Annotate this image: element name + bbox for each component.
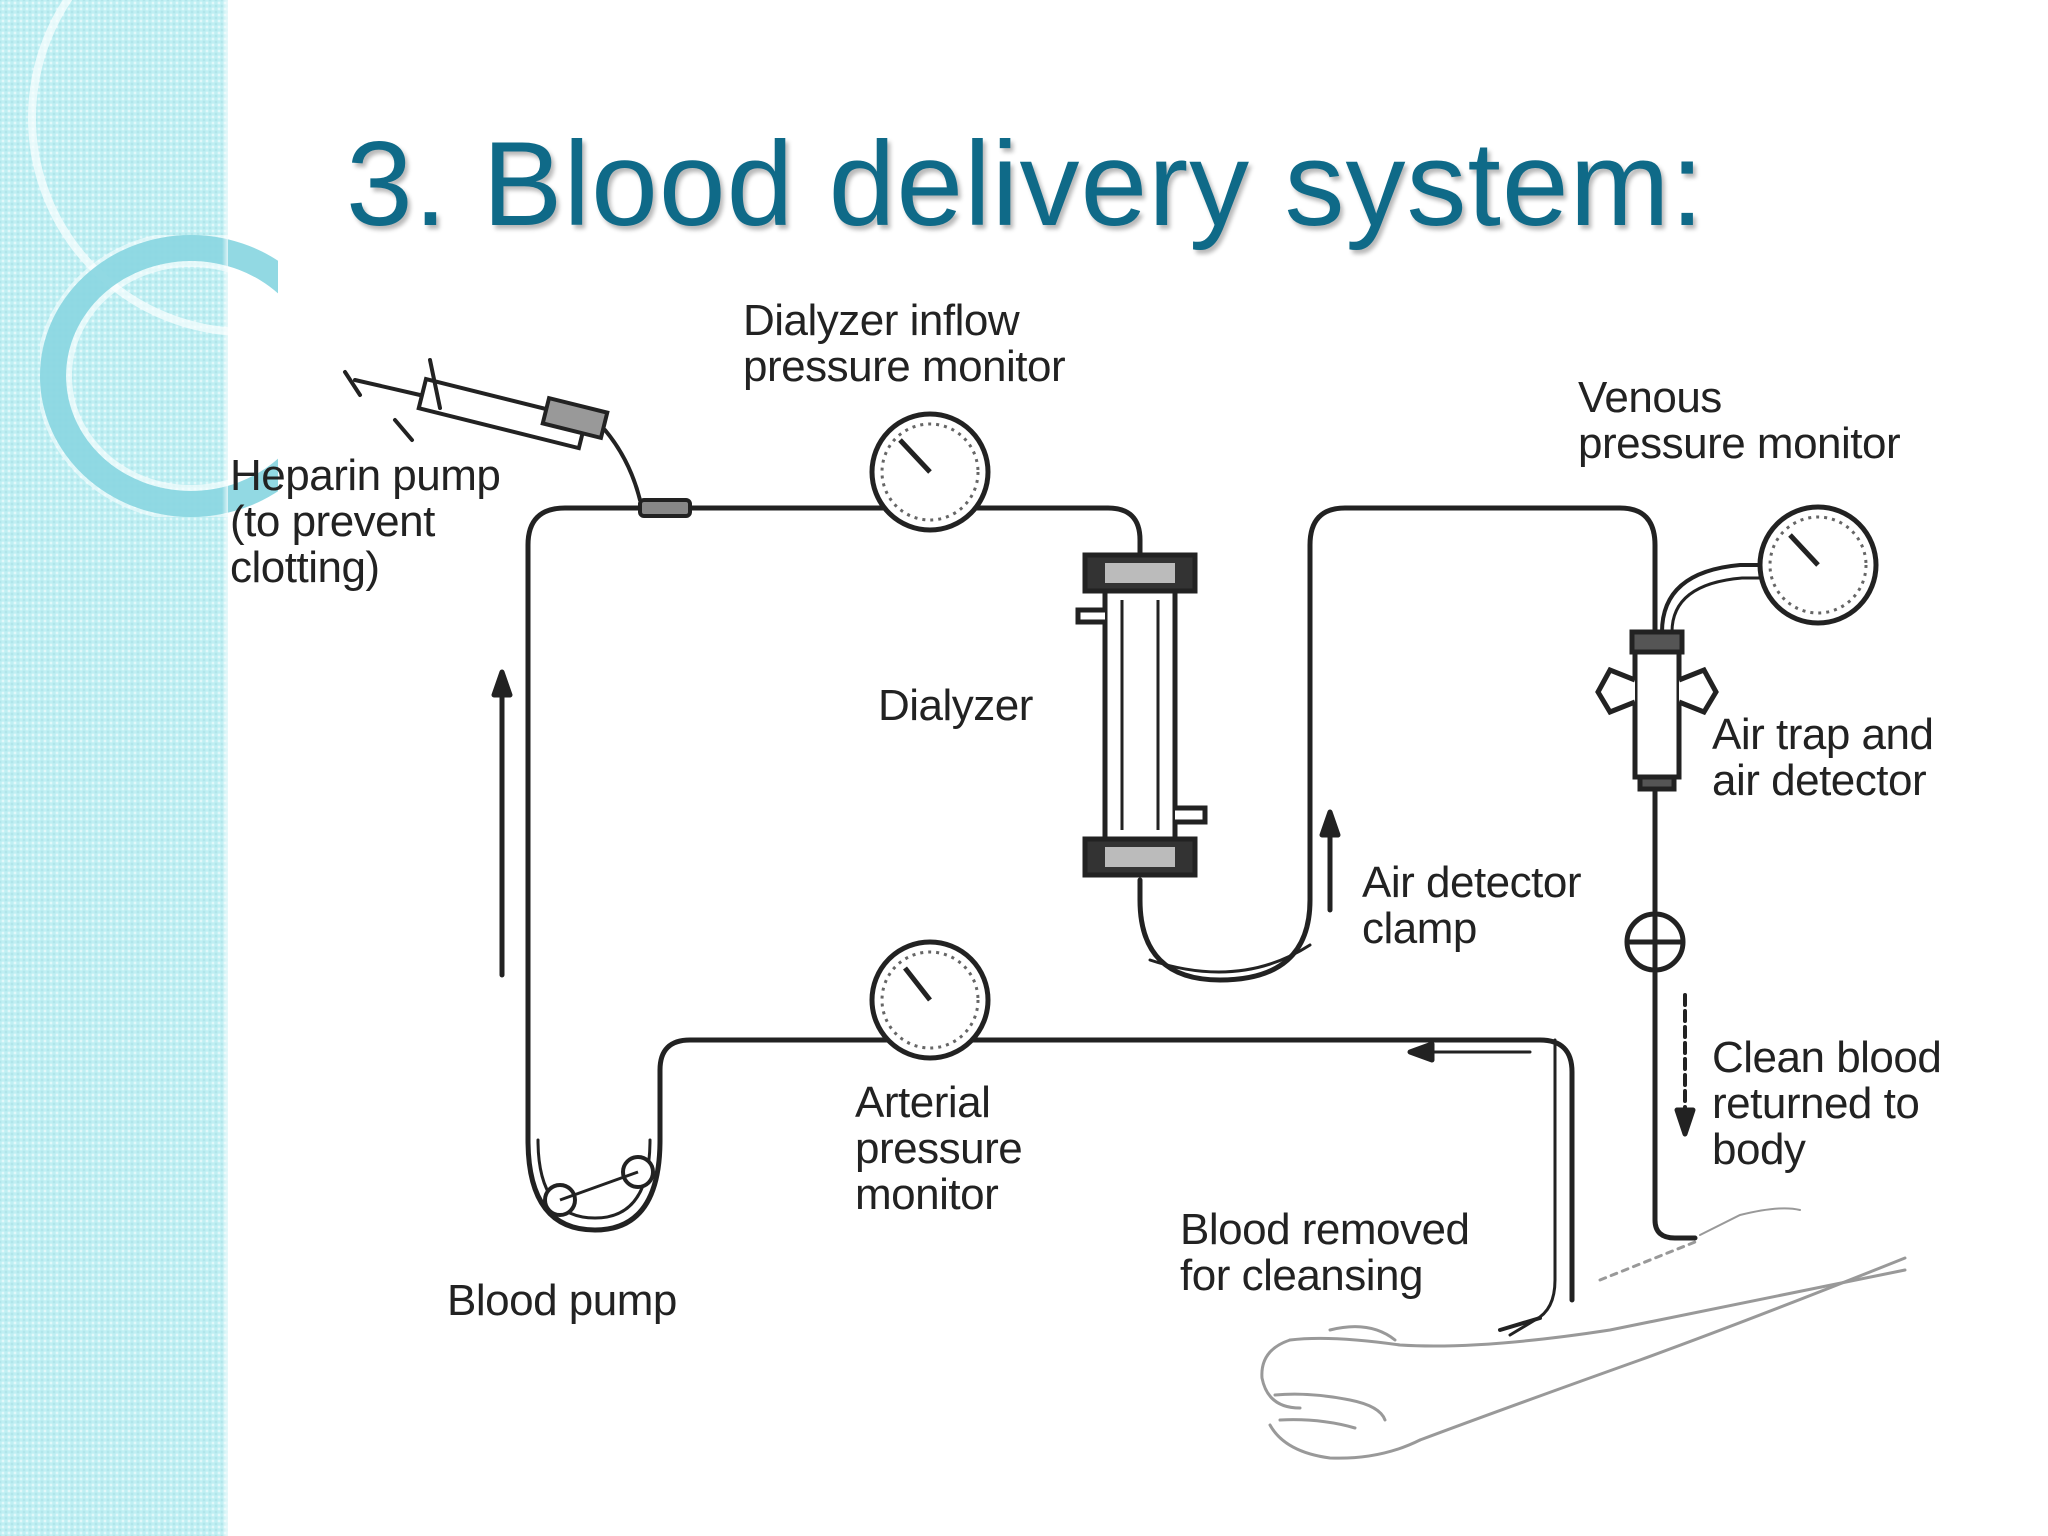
- venous-pressure-gauge: [1660, 504, 1879, 633]
- sidebar-edge: [222, 0, 228, 1536]
- dialyzer-inflow-line: [685, 505, 1143, 563]
- dialyzer-cartridge: [1075, 552, 1208, 878]
- label-air-trap-and-detector: Air trap and air detector: [1712, 710, 1934, 805]
- label-dialyzer: Dialyzer: [878, 681, 1033, 730]
- heparin-syringe: [343, 358, 692, 518]
- label-blood-pump: Blood pump: [447, 1276, 677, 1325]
- dialyzer-inflow-gauge: [869, 411, 991, 533]
- label-heparin-pump: Heparin pump (to prevent clotting): [230, 451, 501, 592]
- air-detector-clamp-valve: [1624, 911, 1686, 973]
- label-blood-removed: Blood removed for cleansing: [1180, 1205, 1470, 1300]
- patient-arm: [1260, 1207, 1907, 1460]
- label-air-detector-clamp: Air detector clamp: [1362, 858, 1581, 953]
- label-clean-blood-returned: Clean blood returned to body: [1712, 1033, 1942, 1174]
- blood-pump-rollers: [543, 1155, 655, 1217]
- left-blood-line: [525, 505, 643, 1143]
- label-arterial-pressure-monitor: Arterial pressure monitor: [855, 1078, 1023, 1219]
- arterial-access-line: [1508, 1038, 1557, 1337]
- label-dialyzer-inflow-monitor: Dialyzer inflow pressure monitor: [743, 296, 1066, 391]
- blood-pump-loop: [525, 1037, 1575, 1303]
- air-trap: [1595, 629, 1719, 792]
- arterial-pressure-gauge: [869, 939, 991, 1061]
- slide-title: 3. Blood delivery system:: [346, 117, 1705, 251]
- dialyzer-curve-arrow: [1148, 943, 1312, 974]
- label-venous-pressure-monitor: Venous pressure monitor: [1578, 373, 1901, 468]
